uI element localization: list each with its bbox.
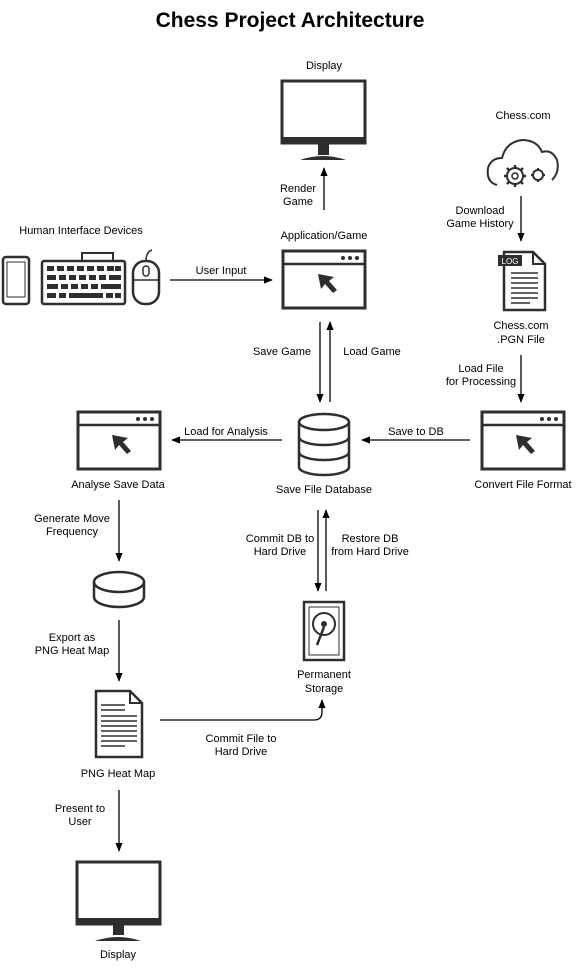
edge-download-label-2: Game History: [446, 218, 514, 230]
pgn-file-node: LOG Chess.com .PGN File: [493, 250, 549, 346]
frequency-data-icon: [92, 570, 146, 609]
analyse-label: Analyse Save Data: [71, 479, 165, 491]
diagram-title: Chess Project Architecture: [156, 9, 425, 32]
convert-node: Convert File Format: [474, 410, 572, 491]
edge-commit-db-label-1: Commit DB to: [246, 533, 314, 545]
edge-restore-db-label-2: from Hard Drive: [331, 546, 409, 558]
monitor-icon: [75, 860, 162, 941]
cloud-gears-icon: [486, 138, 559, 187]
edge-load-file-label-2: for Processing: [446, 376, 516, 388]
edge-commit-db-label-2: Hard Drive: [254, 546, 307, 558]
edge-load-analysis-label: Load for Analysis: [184, 426, 268, 438]
edge-restore-db-label-1: Restore DB: [342, 533, 399, 545]
heatmap-label: PNG Heat Map: [81, 768, 156, 780]
hard-drive-icon: [302, 600, 346, 662]
mouse-icon: [131, 249, 161, 306]
storage-node: Permanent Storage: [297, 600, 351, 695]
display-bottom-node: Display: [75, 860, 162, 961]
log-tag: LOG: [502, 257, 519, 266]
edge-generate-move-label-2: Frequency: [46, 526, 98, 538]
document-icon: [94, 689, 144, 759]
db-node: Save File Database: [276, 412, 372, 496]
pgn-label-line1: Chess.com: [493, 320, 548, 332]
db-label: Save File Database: [276, 484, 372, 496]
keyboard-icon: [40, 252, 127, 306]
edge-commit-file-label-1: Commit File to: [206, 733, 277, 745]
edge-load-game-label: Load Game: [343, 346, 400, 358]
edge-user-input-label: User Input: [196, 265, 247, 277]
edge-export-label-1: Export as: [49, 632, 96, 644]
analyse-window-icon: [76, 410, 162, 471]
app-label: Application/Game: [281, 230, 368, 242]
chesscom-node: Chess.com: [486, 110, 559, 187]
app-window-icon: [281, 249, 367, 310]
edge-save-db-label: Save to DB: [388, 426, 444, 438]
convert-label: Convert File Format: [474, 479, 571, 491]
monitor-icon: [280, 79, 367, 160]
display-top-label: Display: [306, 60, 343, 72]
app-node: Application/Game: [281, 230, 368, 310]
log-file-icon: LOG: [498, 250, 547, 312]
phone-icon: [1, 255, 31, 306]
edge-commit-file-label-2: Hard Drive: [215, 746, 268, 758]
edge-render-label-2: Game: [283, 196, 313, 208]
edge-present-label-1: Present to: [55, 803, 105, 815]
chesscom-label: Chess.com: [495, 110, 550, 122]
hid-label: Human Interface Devices: [19, 225, 143, 237]
display-bottom-label: Display: [100, 949, 137, 961]
display-top-node: Display: [280, 60, 367, 160]
heatmap-node: PNG Heat Map: [81, 689, 156, 780]
edge-generate-move-label-1: Generate Move: [34, 513, 110, 525]
edge-load-file-label-1: Load File: [458, 363, 503, 375]
edge-download-label-1: Download: [456, 205, 505, 217]
convert-window-icon: [480, 410, 566, 471]
edge-present-label-2: User: [68, 816, 92, 828]
analyse-node: Analyse Save Data: [71, 410, 166, 491]
edge-export-label-2: PNG Heat Map: [35, 645, 110, 657]
hid-node: Human Interface Devices: [1, 225, 161, 306]
edge-render-label-1: Render: [280, 183, 316, 195]
edge-save-game-label: Save Game: [253, 346, 311, 358]
storage-label-line2: Storage: [305, 683, 344, 695]
storage-label-line1: Permanent: [297, 669, 351, 681]
edge-commit-file: [160, 699, 326, 721]
pgn-label-line2: .PGN File: [497, 334, 545, 346]
database-icon: [297, 412, 351, 477]
